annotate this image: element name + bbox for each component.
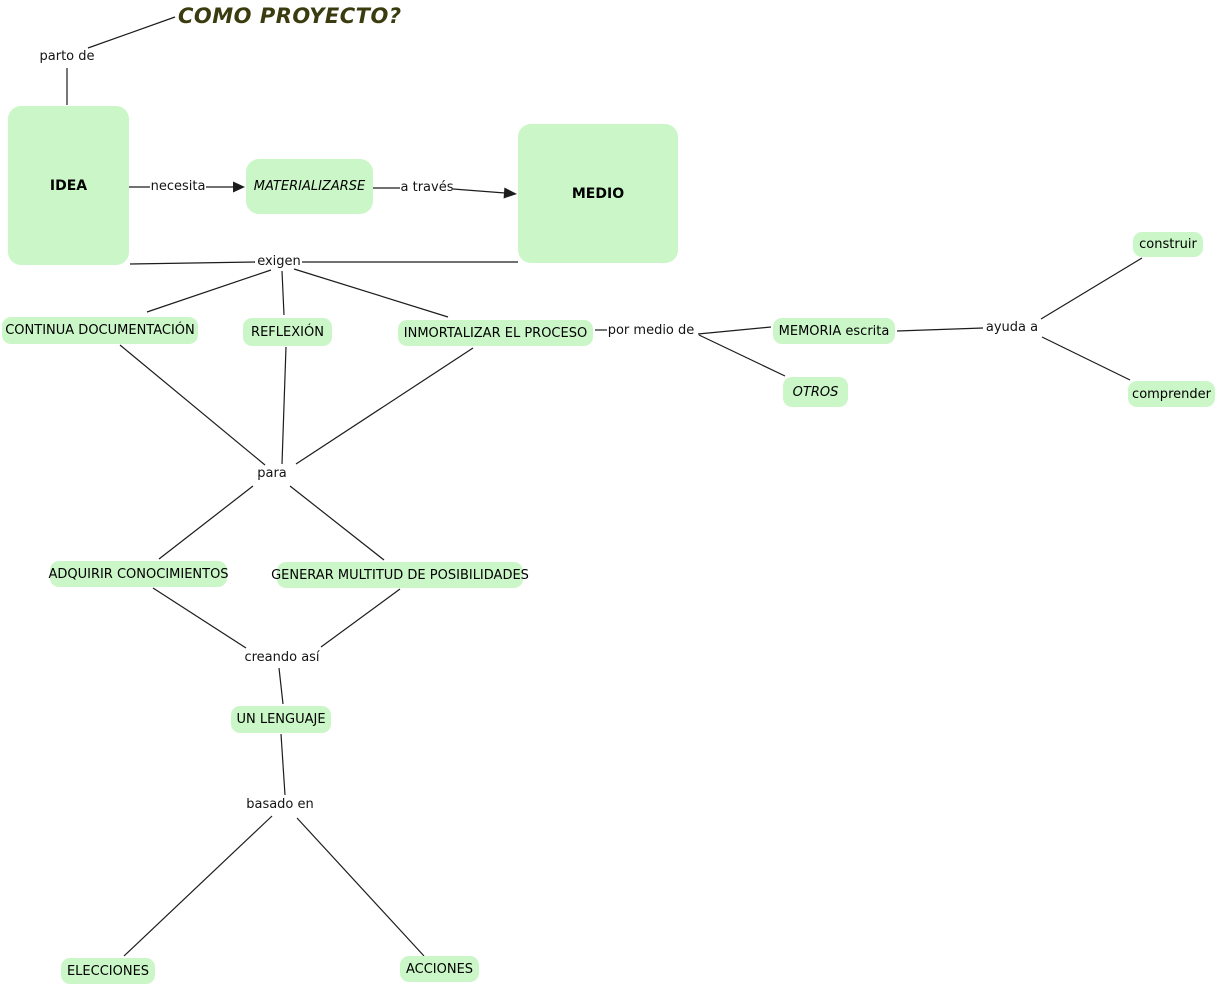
edge-reflexion-para — [281, 346, 287, 465]
edge-atraves-medio — [452, 188, 506, 194]
node-idea[interactable]: IDEA — [8, 106, 129, 265]
edge-ayudaa-construir — [1040, 257, 1143, 320]
edge-exigen-reflexion — [281, 270, 285, 316]
node-comprender[interactable]: comprender — [1128, 381, 1215, 407]
link-label-basado-en[interactable]: basado en — [246, 796, 314, 812]
edge-idea-exigen — [129, 261, 256, 265]
edge-para-generar — [289, 485, 385, 561]
edge-basado-acciones — [296, 817, 425, 957]
link-label-por-medio-de[interactable]: por medio de — [607, 322, 695, 338]
map-title[interactable]: COMO PROYECTO? — [178, 4, 402, 28]
edge-para-adquirir — [158, 485, 254, 560]
link-label-necesita[interactable]: necesita — [150, 178, 206, 194]
edge-ayudaa-comprender — [1041, 336, 1131, 381]
node-inmortalizar-el-proceso[interactable]: INMORTALIZAR EL PROCESO — [398, 320, 593, 346]
arrowhead-medio — [503, 187, 517, 199]
edge-exigen-inmortalizar — [293, 268, 449, 318]
node-elecciones[interactable]: ELECCIONES — [61, 958, 155, 984]
link-label-parto-de[interactable]: parto de — [39, 48, 95, 64]
node-construir[interactable]: construir — [1133, 232, 1203, 257]
edge-pormedio-memoria — [697, 326, 772, 335]
node-reflexion[interactable]: REFLEXIÓN — [243, 318, 332, 346]
edge-basado-elecciones — [123, 815, 273, 957]
edge-inmortalizar-para — [295, 347, 474, 465]
link-label-para[interactable]: para — [257, 465, 287, 481]
node-otros[interactable]: OTROS — [783, 377, 848, 407]
link-label-exigen[interactable]: exigen — [257, 253, 301, 269]
edge-exigen-continua — [146, 269, 272, 313]
node-adquirir-conocimientos[interactable]: ADQUIRIR CONOCIMIENTOS — [48, 561, 229, 587]
node-un-lenguaje[interactable]: UN LENGUAJE — [231, 706, 331, 733]
edge-continua-para — [119, 344, 266, 466]
arrowhead-materializarse — [233, 181, 245, 193]
node-generar-multitud[interactable]: GENERAR MULTITUD DE POSIBILIDADES — [271, 562, 529, 588]
node-memoria-escrita[interactable]: MEMORIA escrita — [773, 318, 895, 344]
link-label-creando-asi[interactable]: creando así — [244, 649, 320, 665]
node-continua-documentacion[interactable]: CONTINUA DOCUMENTACIÓN — [2, 317, 198, 344]
node-materializarse[interactable]: MATERIALIZARSE — [246, 159, 373, 214]
edge-adquirir-creando — [152, 587, 247, 649]
edge-generar-creando — [320, 588, 401, 648]
edge-pormedio-otros — [698, 334, 786, 377]
node-medio[interactable]: MEDIO — [518, 124, 678, 263]
edge-memoria-ayudaa — [896, 327, 984, 332]
edge-creando-lenguaje — [278, 667, 284, 705]
edge-lenguaje-basado — [280, 733, 286, 796]
node-acciones[interactable]: ACCIONES — [400, 956, 479, 982]
link-label-ayuda-a[interactable]: ayuda a — [985, 319, 1039, 335]
link-label-a-traves[interactable]: a través — [400, 179, 454, 195]
edge-title-partode — [87, 16, 176, 49]
